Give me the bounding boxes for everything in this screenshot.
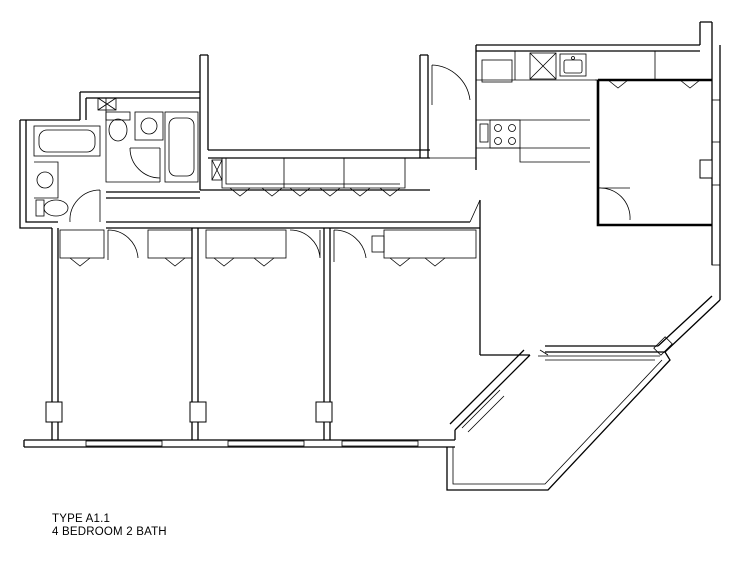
closet-dividers: [283, 158, 345, 188]
unit-caption: TYPE A1.1 4 BEDROOM 2 BATH: [52, 513, 167, 539]
bottom-exterior-wall: [23, 439, 455, 448]
right-diagonal-wall: [545, 295, 721, 353]
kitchen-island: [476, 119, 590, 163]
vanity: [34, 161, 59, 199]
balcony-slider: [538, 349, 660, 361]
closet-strip: [221, 158, 406, 189]
kitchen-sink-drain: [571, 56, 575, 60]
bathtub-icon: [164, 111, 199, 183]
burner: [508, 124, 516, 132]
unit-size-label: 4 BEDROOM 2 BATH: [52, 526, 167, 538]
lower-diagonal-wall: [449, 349, 531, 440]
corridor-kitchen-end: [430, 157, 481, 223]
burner: [508, 137, 516, 145]
window-icon: [85, 440, 163, 447]
kitchen-sink-icon: [559, 53, 587, 77]
toilet-icon: [43, 199, 69, 217]
window-icon: [341, 440, 419, 447]
bath-riser-wall: [199, 54, 209, 190]
column: [699, 159, 713, 179]
fridge: [481, 59, 513, 83]
bedroom-closet: [147, 229, 193, 259]
door-swing-icon: [129, 147, 161, 179]
door-swing-icon: [597, 187, 631, 221]
balcony-inner-rail: [452, 359, 663, 485]
kitchen-upper-counter: [476, 51, 600, 81]
bedroom-closet: [383, 229, 477, 259]
corridor-upper-wall: [106, 189, 480, 229]
shaft-x: [211, 159, 223, 181]
closet-strip-top: [208, 149, 430, 159]
window-icon: [461, 389, 505, 433]
right-exterior-wall: [699, 21, 721, 300]
column: [189, 401, 207, 423]
sink-icon: [36, 171, 54, 189]
closet-door-icon: [69, 257, 446, 267]
master-closet-divider: [595, 51, 705, 81]
balcony-outer-rail: [446, 351, 671, 491]
door-swing-icon: [69, 189, 101, 223]
master-bedroom-upper: [595, 51, 721, 266]
unit-type-label: TYPE A1.1: [52, 513, 111, 525]
dishwasher: [529, 52, 557, 80]
toilet-tank: [35, 199, 45, 217]
exhaust-x: [97, 97, 117, 111]
bathtub-basin: [38, 129, 96, 153]
master-wall: [596, 78, 712, 227]
bedroom-closet: [205, 229, 287, 259]
window-icon: [653, 336, 673, 356]
bedrooms: [45, 228, 673, 447]
bedroom-right-wall: [479, 200, 530, 356]
door-swing-icon: [333, 229, 367, 262]
column: [315, 401, 333, 423]
exterior-walls: [19, 21, 721, 448]
exhaust-fan: [97, 97, 117, 111]
kitchen: [431, 51, 600, 163]
window-icon: [711, 184, 721, 266]
dishwasher-x: [529, 52, 557, 80]
kitchen-top-wall: [475, 44, 700, 170]
upper-bath-wall: [79, 91, 200, 120]
left-bath-outer-wall: [19, 119, 80, 229]
closet-corner: [371, 235, 385, 253]
stove-knob-panel: [479, 123, 489, 143]
kitchen-sink-basin: [563, 59, 583, 74]
bathtub-icon: [33, 125, 101, 157]
bathrooms: [33, 97, 223, 223]
bath-wall: [105, 98, 161, 183]
entry-wall: [419, 54, 429, 158]
cooktop-icon: [489, 119, 521, 149]
toilet-icon: [108, 118, 128, 142]
column: [45, 401, 63, 423]
sink-icon: [140, 117, 158, 135]
corridor-closets: [106, 157, 481, 229]
closet-door-icon: [229, 187, 401, 197]
burner: [494, 124, 502, 132]
bathtub-basin: [168, 117, 195, 177]
window-icon: [227, 440, 305, 447]
window-icon: [711, 99, 721, 143]
vanity: [134, 111, 164, 141]
balcony: [446, 349, 671, 491]
door-swing-icon: [107, 229, 139, 260]
burner: [494, 137, 502, 145]
closet-door-icon: [607, 79, 701, 89]
bedroom-closet: [59, 229, 105, 259]
door-swing-icon: [431, 64, 471, 105]
door-swing-icon: [289, 229, 321, 259]
